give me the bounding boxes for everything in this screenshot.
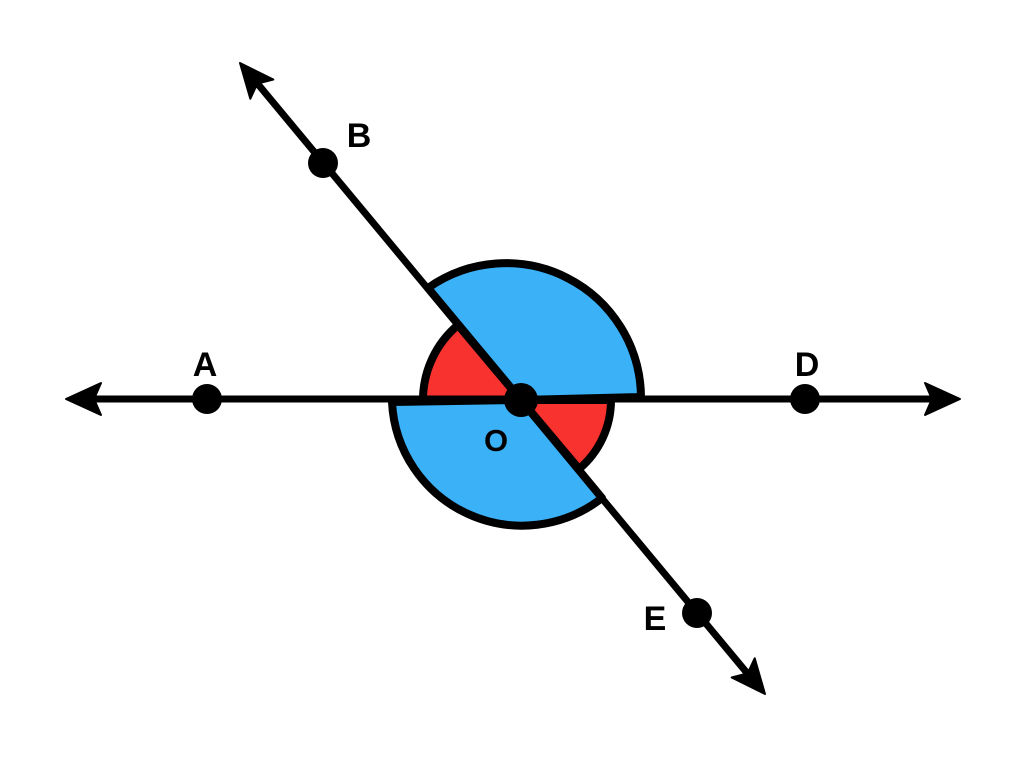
- point-O-label: O: [484, 423, 508, 458]
- arrowhead-up-left-icon: [239, 62, 275, 100]
- arrowhead-left-icon: [65, 382, 102, 416]
- point-O-dot: [504, 383, 538, 417]
- point-E-label: E: [644, 600, 667, 638]
- point-A-dot: [192, 384, 222, 414]
- angle-sector-AOE-blue: [388, 396, 606, 530]
- point-B-dot: [308, 148, 338, 178]
- point-D-label: D: [795, 346, 820, 384]
- point-B-label: B: [347, 117, 372, 155]
- arrowhead-right-icon: [924, 382, 961, 416]
- point-A-label: A: [193, 346, 218, 384]
- angle-sector-DOE-red: [517, 396, 616, 473]
- point-D-dot: [790, 384, 820, 414]
- line-BE: [248, 73, 756, 683]
- arrowhead-down-right-icon: [730, 657, 766, 695]
- angle-sector-BOD-blue: [424, 259, 645, 404]
- point-E-dot: [682, 598, 712, 628]
